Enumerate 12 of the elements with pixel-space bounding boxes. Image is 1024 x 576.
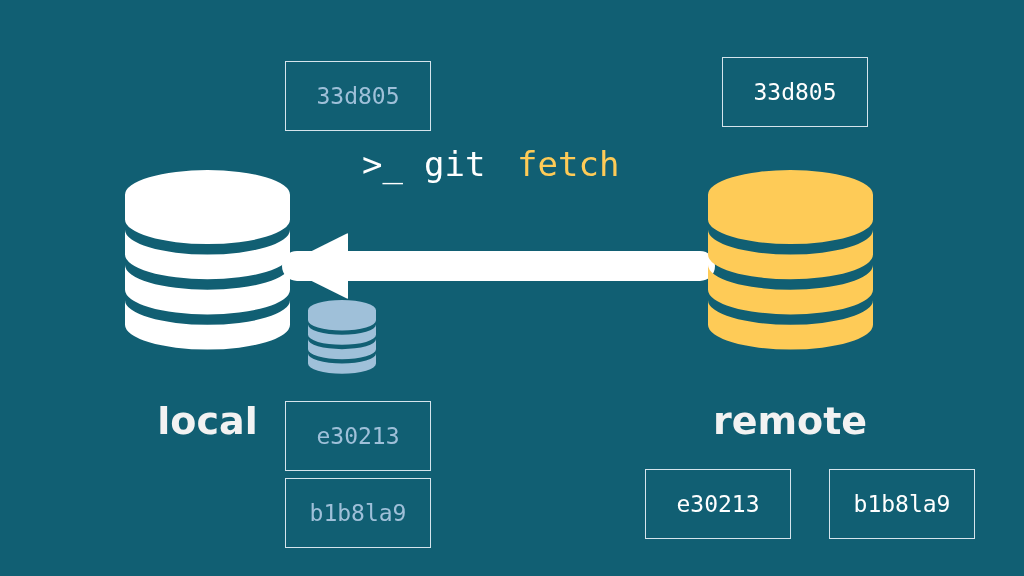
command-text: git [424,144,486,184]
commit-box: b1b8la9 [285,478,431,548]
repository-label: remote [711,399,869,443]
commit-box: e30213 [645,469,791,539]
repository-label: local [156,399,259,443]
commit-box: 33d805 [285,61,431,131]
prompt-icon: >_ [362,144,403,184]
commit-box: b1b8la9 [829,469,975,539]
commit-box: 33d805 [722,57,868,127]
commit-box: e30213 [285,401,431,471]
arrow [282,233,715,299]
command-text: fetch [517,144,620,184]
